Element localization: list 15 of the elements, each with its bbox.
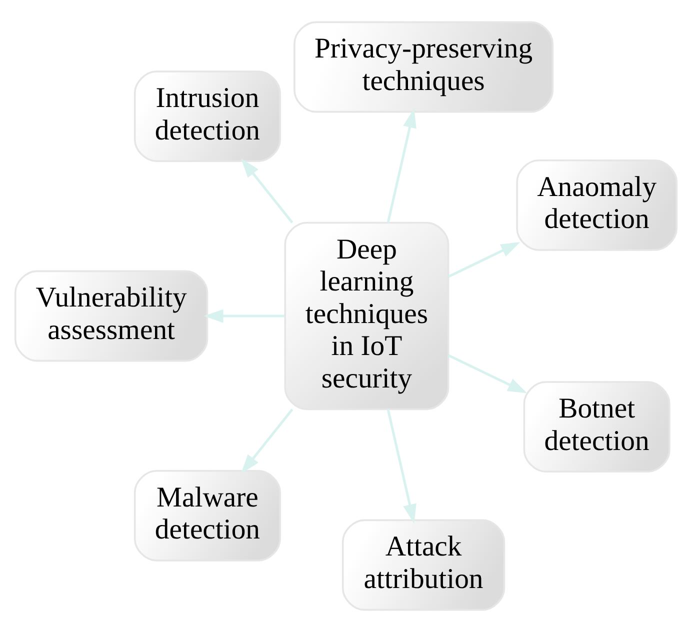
node-box: Intrusion detection xyxy=(134,70,281,162)
node-box: Anaomaly detection xyxy=(516,158,678,250)
arrow xyxy=(386,408,416,524)
arrow xyxy=(241,158,294,223)
node-box: Malware detection xyxy=(134,469,281,561)
arrow xyxy=(448,354,528,393)
node-box: Attack attribution xyxy=(342,518,506,610)
node-box: Vulnerability assessment xyxy=(14,270,208,362)
node-box: Privacy-preserving techniques xyxy=(294,20,554,112)
arrow xyxy=(204,308,284,322)
node-box: Deep learning techniques in IoT security xyxy=(284,221,450,410)
arrow xyxy=(448,242,520,278)
arrow xyxy=(241,408,294,474)
node-box: Botnet detection xyxy=(523,380,670,472)
arrow xyxy=(386,108,416,222)
